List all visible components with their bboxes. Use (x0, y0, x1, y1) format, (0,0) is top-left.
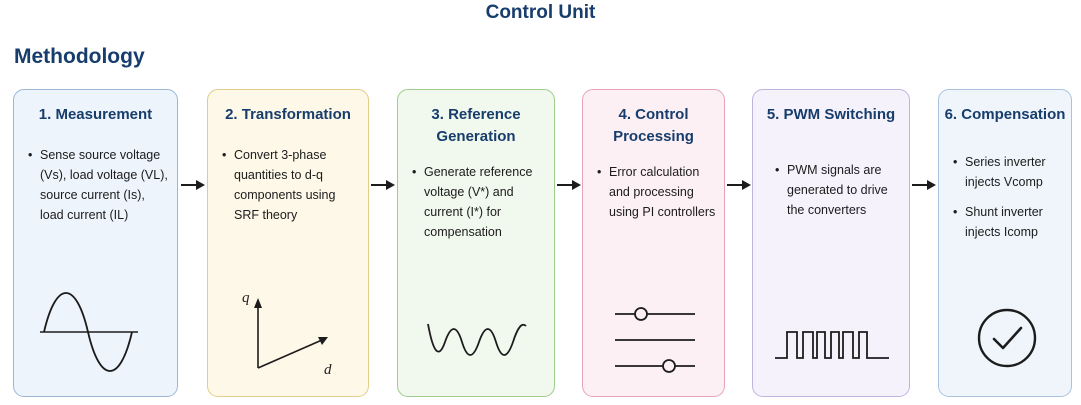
sine-wave-icon (40, 292, 138, 372)
dq-axes-icon: q d (242, 290, 332, 378)
bullet-item: Generate reference voltage (V*) and curr… (412, 162, 546, 242)
bullet-item: Error calculation and processing using P… (597, 162, 716, 222)
step-pwm-switching-box: 5. PWM Switching PWM signals are generat… (752, 89, 910, 397)
arrow-right-icon (557, 180, 581, 190)
step-measurement-bullets: Sense source voltage (Vs), load voltage … (28, 145, 169, 235)
step-compensation-bullets: Series inverter injects Vcomp Shunt inve… (953, 152, 1063, 252)
reference-waveform-icon (427, 323, 527, 356)
step-pwm-switching-title: 5. PWM Switching (766, 106, 896, 123)
d-axis-label: d (324, 362, 332, 378)
step-measurement-title: 1. Measurement (38, 106, 153, 123)
bullet-item: PWM signals are generated to drive the c… (775, 160, 901, 220)
step-measurement-box: 1. Measurement Sense source voltage (Vs)… (13, 89, 178, 397)
bullet-item: Series inverter injects Vcomp (953, 152, 1063, 192)
arrow-right-icon (181, 180, 205, 190)
step-pwm-switching-bullets: PWM signals are generated to drive the c… (775, 160, 901, 230)
bullet-item: Sense source voltage (Vs), load voltage … (28, 145, 169, 225)
step-transformation-title: 2. Transformation (225, 106, 351, 123)
step-transformation-bullets: Convert 3-phase quantities to d-q compon… (222, 145, 360, 235)
arrow-right-icon (912, 180, 936, 190)
step-reference-generation-title: 3. Reference Generation (431, 106, 521, 145)
step-reference-generation-bullets: Generate reference voltage (V*) and curr… (412, 162, 546, 252)
step-compensation-box: 6. Compensation Series inverter injects … (938, 89, 1072, 397)
step-transformation-box: 2. Transformation Convert 3-phase quanti… (207, 89, 369, 397)
section-heading: Methodology (14, 45, 145, 68)
step-control-processing-bullets: Error calculation and processing using P… (597, 162, 716, 232)
step-control-processing-title: 4. Control Processing (613, 106, 694, 145)
arrow-right-icon (371, 180, 395, 190)
step-reference-generation-box: 3. Reference Generation Generate referen… (397, 89, 555, 397)
arrow-right-icon (727, 180, 751, 190)
checkmark-circle-icon (977, 308, 1037, 368)
bullet-item: Convert 3-phase quantities to d-q compon… (222, 145, 360, 225)
step-compensation-title: 6. Compensation (944, 106, 1066, 123)
pwm-pulse-icon (775, 331, 889, 359)
bullet-item: Shunt inverter injects Icomp (953, 202, 1063, 242)
step-control-processing-box: 4. Control Processing Error calculation … (582, 89, 725, 397)
q-axis-label: q (242, 290, 250, 306)
diagram-title: Control Unit (485, 2, 596, 23)
slider-controls-icon (615, 307, 695, 373)
